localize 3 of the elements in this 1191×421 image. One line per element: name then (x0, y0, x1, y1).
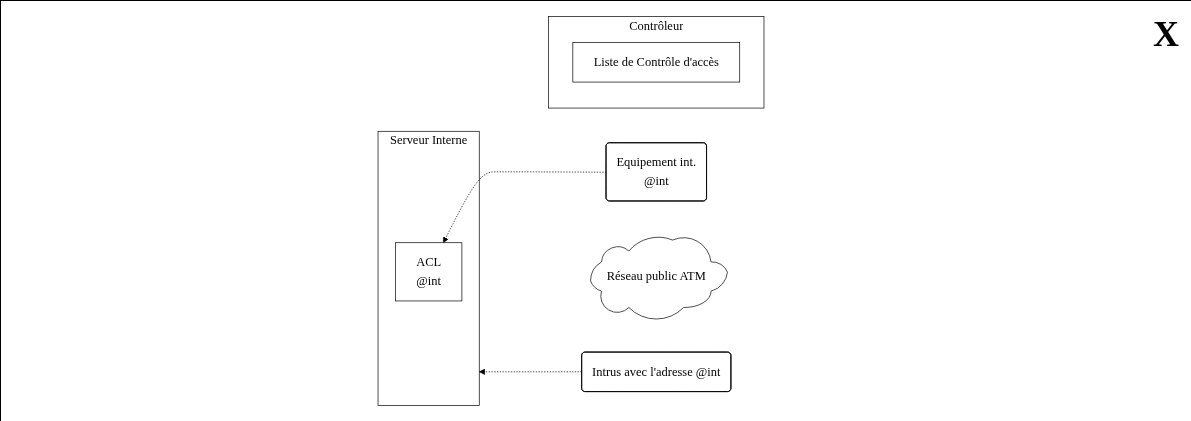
node-box: Liste de Contrôle d'accès (572, 42, 741, 83)
blocked-mark: X (1153, 13, 1179, 55)
node-box: ACL @int (395, 242, 463, 302)
